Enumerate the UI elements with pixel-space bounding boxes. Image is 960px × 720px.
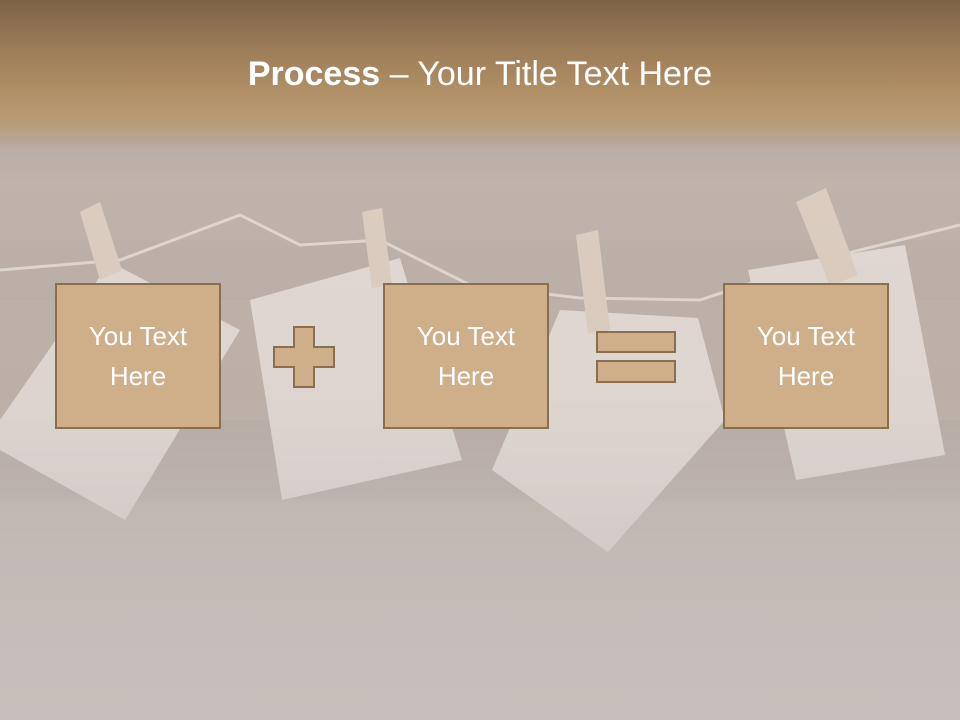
equals-icon — [596, 331, 676, 383]
plus-icon — [273, 326, 335, 388]
process-box-2-label: You Text Here — [416, 321, 516, 391]
process-box-3[interactable]: You Text Here — [723, 283, 889, 429]
process-box-3-label: You Text Here — [756, 321, 856, 391]
slide-title[interactable]: Process – Your Title Text Here — [0, 52, 960, 96]
title-band — [0, 0, 960, 150]
process-box-1-label: You Text Here — [88, 321, 188, 391]
process-box-2[interactable]: You Text Here — [383, 283, 549, 429]
title-bold-part: Process — [247, 55, 381, 93]
process-box-1[interactable]: You Text Here — [55, 283, 221, 429]
title-rest-part: – Your Title Text Here — [380, 55, 713, 93]
